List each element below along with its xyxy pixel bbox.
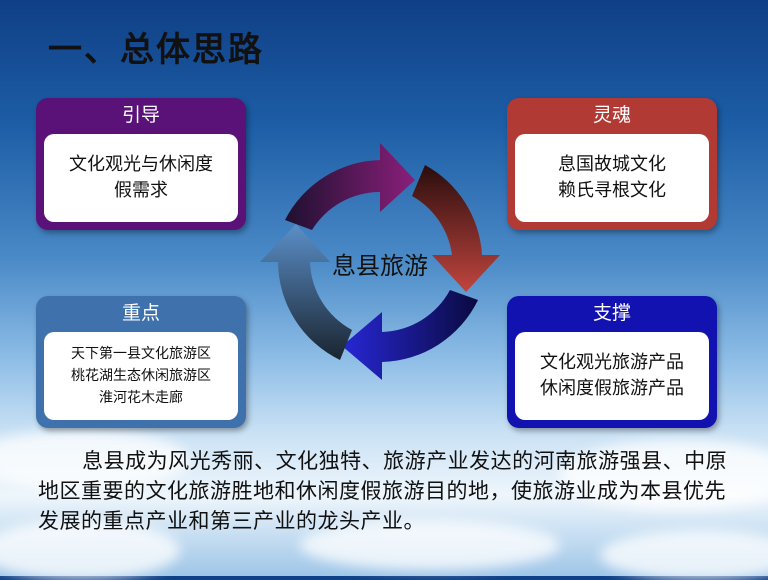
- box-heading: 支撑: [592, 302, 631, 324]
- arrow-purple: [285, 143, 415, 230]
- cloud-decoration: [0, 520, 180, 580]
- box-heading: 重点: [121, 302, 160, 324]
- box-heading: 引导: [121, 104, 160, 126]
- box-text-line: 文化观光旅游产品: [540, 352, 684, 373]
- cloud-decoration: [300, 520, 560, 570]
- arrow-steel: [260, 224, 352, 360]
- box-heading: 灵魂: [592, 104, 631, 126]
- cloud-decoration: [0, 430, 190, 490]
- box-text-line: 休闲度假旅游产品: [540, 378, 684, 399]
- cloud-decoration: [560, 440, 768, 510]
- box-text-line: 天下第一县文化旅游区: [71, 346, 211, 362]
- arrow-blue: [342, 290, 478, 380]
- page-title: 一、总体思路: [48, 30, 264, 70]
- box-text-line: 文化观光与休闲度: [69, 154, 213, 175]
- box-focus: 重点 天下第一县文化旅游区 桃花湖生态休闲旅游区 淮河花木走廊: [36, 296, 246, 428]
- box-text-line: 淮河花木走廊: [99, 390, 183, 406]
- box-text-line: 桃花湖生态休闲旅游区: [71, 368, 211, 384]
- cloud-decoration: [600, 530, 768, 580]
- center-label: 息县旅游: [332, 252, 428, 280]
- box-body: 息国故城文化 赖氏寻根文化: [515, 134, 709, 222]
- box-guidance: 引导 文化观光与休闲度 假需求: [36, 98, 246, 230]
- box-support: 支撑 文化观光旅游产品 休闲度假旅游产品: [507, 296, 717, 428]
- box-body: 天下第一县文化旅游区 桃花湖生态休闲旅游区 淮河花木走廊: [44, 332, 238, 420]
- box-body: 文化观光与休闲度 假需求: [44, 134, 238, 222]
- summary-paragraph: 息县成为风光秀丽、文化独特、旅游产业发达的河南旅游强县、中原地区重要的文化旅游胜…: [38, 449, 728, 533]
- box-text-line: 赖氏寻根文化: [558, 180, 666, 201]
- box-text-line: 息国故城文化: [558, 154, 666, 175]
- arrow-red: [412, 165, 500, 292]
- box-body: 文化观光旅游产品 休闲度假旅游产品: [515, 332, 709, 420]
- box-soul: 灵魂 息国故城文化 赖氏寻根文化: [507, 98, 717, 230]
- box-text-line: 假需求: [114, 180, 168, 201]
